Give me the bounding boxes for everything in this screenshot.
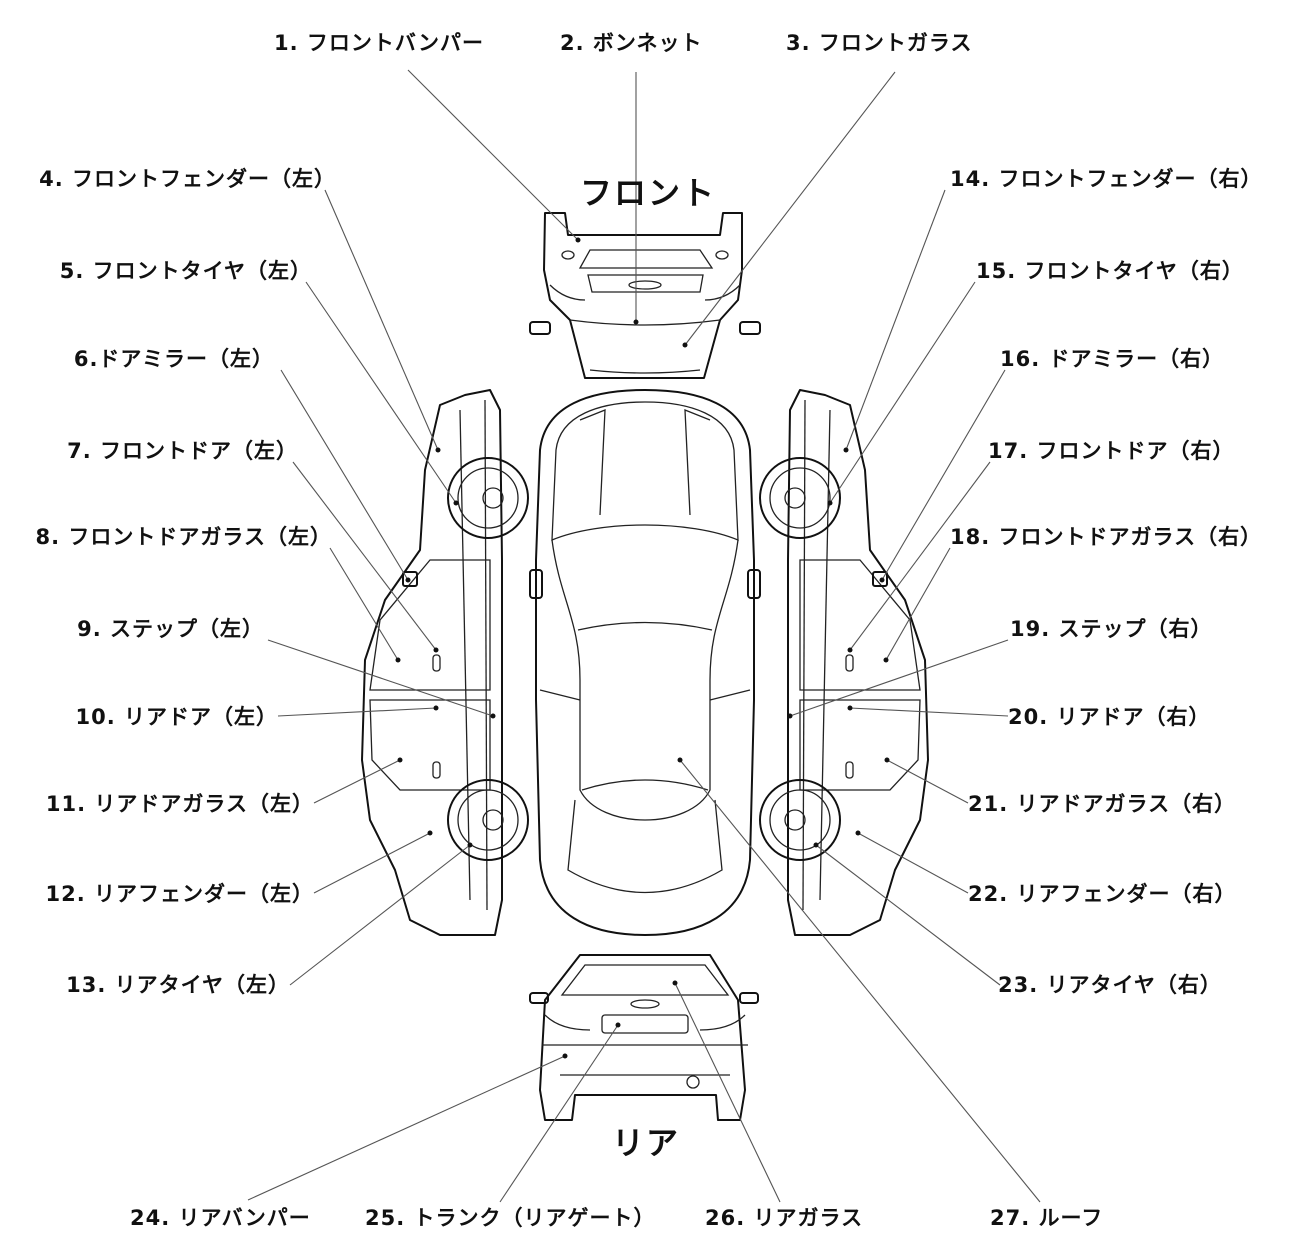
- label-front-door-glass-right: 18. フロントドアガラス（右）: [950, 525, 1263, 549]
- label-rear-fender-right: 22. リアフェンダー（右）: [968, 882, 1237, 906]
- label-trunk: 25. トランク（リアゲート）: [365, 1206, 656, 1230]
- label-door-mirror-right: 16. ドアミラー（右）: [1000, 347, 1225, 371]
- label-front-fender-left: 4. フロントフェンダー（左）: [39, 167, 336, 191]
- label-rear-fender-left: 12. リアフェンダー（左）: [45, 882, 314, 906]
- label-bonnet: 2. ボンネット: [560, 31, 703, 55]
- rear-view-car: [529, 954, 759, 1121]
- leader-lines: [247, 69, 1041, 1203]
- top-view-car: [529, 389, 761, 936]
- label-rear-door-left: 10. リアドア（左）: [75, 705, 278, 729]
- label-front-tire-right: 15. フロントタイヤ（右）: [976, 259, 1244, 283]
- label-front-glass: 3. フロントガラス: [786, 31, 973, 55]
- label-front-tire-left: 5. フロントタイヤ（左）: [59, 259, 312, 283]
- label-front-door-left: 7. フロントドア（左）: [67, 439, 298, 463]
- label-rear-door-glass-right: 21. リアドアガラス（右）: [968, 792, 1237, 816]
- label-rear-door-right: 20. リアドア（右）: [1008, 705, 1211, 729]
- label-front-door-right: 17. フロントドア（右）: [988, 439, 1235, 463]
- label-front-door-glass-left: 8. フロントドアガラス（左）: [35, 525, 332, 549]
- front-heading: フロント: [580, 174, 717, 212]
- right-side-car: [759, 389, 929, 936]
- label-rear-glass: 26. リアガラス: [705, 1206, 864, 1230]
- label-roof: 27. ルーフ: [990, 1206, 1104, 1230]
- label-door-mirror-left: 6.ドアミラー（左）: [73, 347, 274, 371]
- rear-heading: リア: [612, 1124, 681, 1162]
- label-rear-tire-left: 13. リアタイヤ（左）: [66, 973, 290, 997]
- left-side-car: [361, 389, 529, 936]
- label-front-bumper: 1. フロントバンパー: [274, 31, 484, 55]
- label-step-left: 9. ステップ（左）: [77, 617, 264, 641]
- front-view-car: [529, 212, 761, 379]
- label-rear-tire-right: 23. リアタイヤ（右）: [998, 973, 1222, 997]
- label-rear-bumper: 24. リアバンパー: [130, 1206, 311, 1230]
- label-step-right: 19. ステップ（右）: [1010, 617, 1213, 641]
- label-front-fender-right: 14. フロントフェンダー（右）: [950, 167, 1263, 191]
- label-rear-door-glass-left: 11. リアドアガラス（左）: [45, 792, 314, 816]
- marker-dots: [395, 237, 890, 1059]
